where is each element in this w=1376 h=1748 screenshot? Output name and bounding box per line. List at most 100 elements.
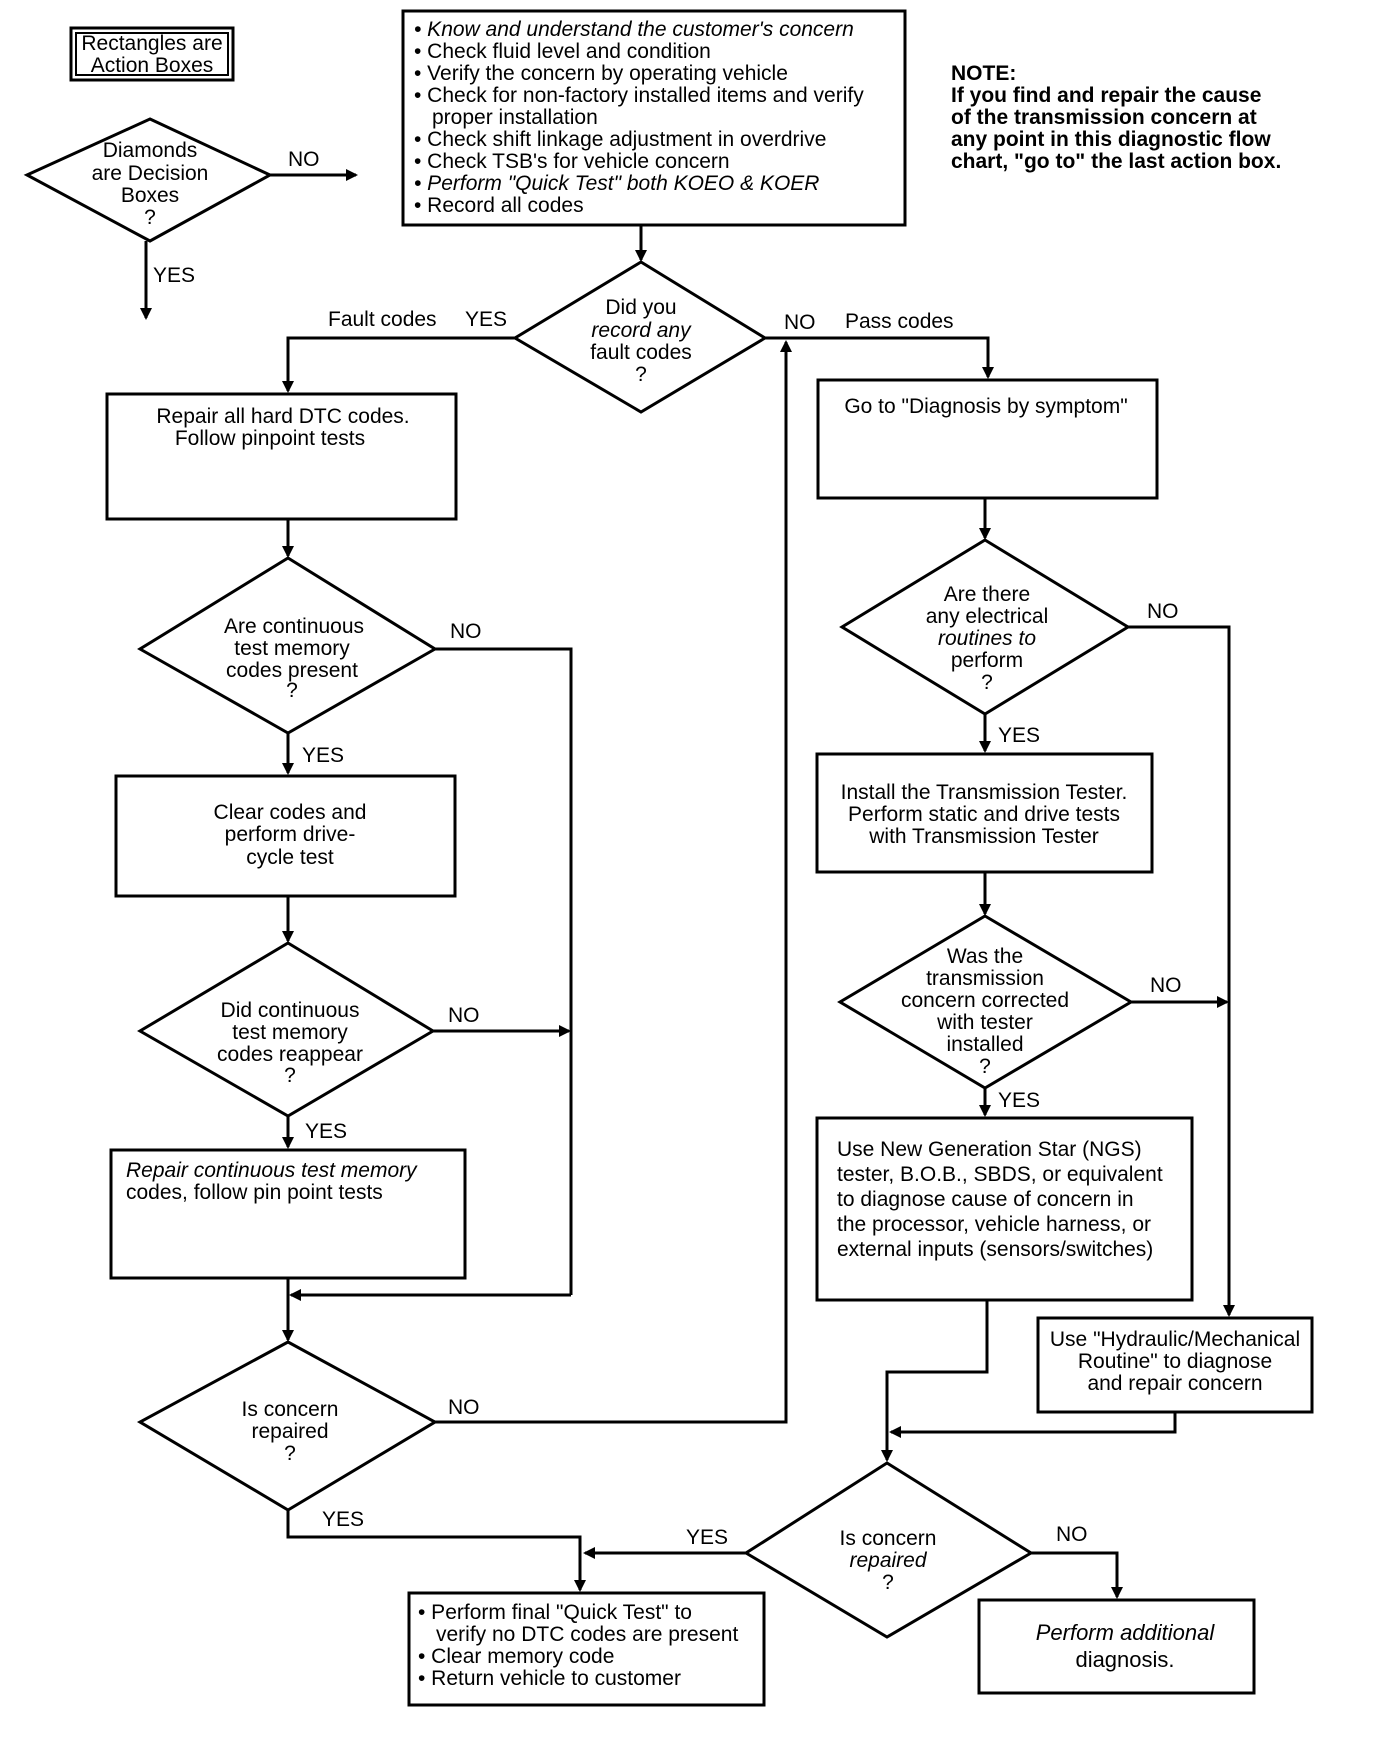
box-final-actions-line-1: • Perform final "Quick Test" to <box>418 1601 692 1624</box>
note-line-3: of the transmission concern at <box>951 106 1257 129</box>
decision-electrical-line-4: perform <box>951 649 1023 672</box>
decision-corrected-line-3: concern corrected <box>901 989 1069 1012</box>
connector-repaired-left-yes <box>286 1510 586 1592</box>
box-hydraulic-rect <box>1036 1316 1314 1414</box>
box-final-actions-line-4: • Return vehicle to customer <box>418 1667 681 1690</box>
start-box-line-7: • Check TSB's for vehicle concern <box>414 150 730 173</box>
decision-repaired-bottom-no: NO <box>1056 1523 1088 1546</box>
box-additional-diagnosis-rect <box>977 1598 1256 1695</box>
box-hydraulic: Use "Hydraulic/Mechanical Routine" to di… <box>1036 1316 1314 1414</box>
decision-repaired-left-line-1: Is concern <box>242 1398 339 1421</box>
legend-rect <box>69 26 235 82</box>
start-box-rect <box>401 9 907 227</box>
decision-repaired-left: Is concern repaired ? NO YES <box>136 1340 480 1531</box>
decision-repaired-left-line-2: repaired <box>251 1420 328 1443</box>
start-box-line-4: • Check for non-factory installed items … <box>414 84 864 107</box>
note: NOTE: If you find and repair the cause o… <box>951 62 1281 173</box>
box-transmission-tester-line-2: Perform static and drive tests <box>848 803 1120 826</box>
box-hydraulic-line-1: Use "Hydraulic/Mechanical <box>1050 1328 1300 1351</box>
note-line-1: NOTE: <box>951 62 1016 85</box>
box-transmission-tester-line-1: Install the Transmission Tester. <box>841 781 1128 804</box>
decision-continuous-present-yes: YES <box>302 744 344 767</box>
start-box-line-3: • Verify the concern by operating vehicl… <box>414 62 788 85</box>
box-final-actions-line-3: • Clear memory code <box>418 1645 614 1668</box>
legend-diamond <box>23 117 274 243</box>
connector-repaired-left-no <box>435 340 792 1424</box>
box-repair-continuous-line-1: Repair continuous test memory <box>126 1159 418 1182</box>
box-final-actions-rect <box>407 1591 766 1707</box>
decision-electrical-yes: YES <box>998 724 1040 747</box>
decision-electrical-line-5: ? <box>981 671 993 694</box>
decision-continuous-present: Are continuous test memory codes present… <box>137 556 482 767</box>
decision-fault-codes: Did you record any fault codes ? Fault c… <box>328 260 954 414</box>
start-box-line-2: • Check fluid level and condition <box>414 40 711 63</box>
decision-repaired-bottom-line-2: repaired <box>849 1549 927 1572</box>
box-ngs-line-2: tester, B.O.B., SBDS, or equivalent <box>837 1163 1163 1186</box>
start-box: • Know and understand the customer's con… <box>401 9 907 227</box>
decision-electrical-line-3: routines to <box>938 627 1036 650</box>
box-repair-dtc: Repair all hard DTC codes. Follow pinpoi… <box>105 392 458 521</box>
decision-codes-reappear-yes: YES <box>305 1120 347 1143</box>
box-transmission-tester: Install the Transmission Tester. Perform… <box>815 752 1154 874</box>
legend-yes-label: YES <box>153 264 195 287</box>
box-ngs-line-5: external inputs (sensors/switches) <box>837 1238 1153 1261</box>
box-final-actions-line-2: verify no DTC codes are present <box>436 1623 738 1646</box>
decision-repaired-left-no: NO <box>448 1396 480 1419</box>
decision-corrected-no: NO <box>1150 974 1182 997</box>
decision-codes-reappear-line-3: codes reappear <box>217 1043 363 1066</box>
decision-fault-codes-diamond <box>512 260 768 414</box>
decision-repaired-left-yes: YES <box>322 1508 364 1531</box>
decision-fault-codes-line-1: Did you <box>605 296 676 319</box>
box-ngs-line-4: the processor, vehicle harness, or <box>837 1213 1151 1236</box>
box-repair-continuous-rect <box>109 1148 467 1280</box>
decision-codes-reappear-line-2: test memory <box>232 1021 348 1044</box>
decision-electrical: Are there any electrical routines to per… <box>839 538 1179 747</box>
box-transmission-tester-line-3: with Transmission Tester <box>868 825 1099 848</box>
legend-diamond-line-4: ? <box>144 206 156 229</box>
start-box-line-6: • Check shift linkage adjustment in over… <box>414 128 826 151</box>
start-box-line-1: • Know and understand the customer's con… <box>414 18 854 41</box>
fault-codes-label: Fault codes <box>328 308 437 331</box>
box-repair-continuous-line-2: codes, follow pin point tests <box>126 1181 383 1204</box>
legend-diamond-line-1: Diamonds <box>103 139 198 162</box>
decision-corrected-line-2: transmission <box>926 967 1044 990</box>
decision-repaired-bottom-diamond <box>743 1461 1034 1639</box>
box-clear-codes-line-2: perform drive- <box>225 823 356 846</box>
legend: Rectangles are Action Boxes Diamonds are… <box>23 26 358 320</box>
box-hydraulic-line-2: Routine" to diagnose <box>1078 1350 1272 1373</box>
decision-continuous-present-line-3: codes present <box>226 659 358 682</box>
box-hydraulic-line-3: and repair concern <box>1087 1372 1262 1395</box>
decision-continuous-present-no: NO <box>450 620 482 643</box>
start-box-line-5: proper installation <box>432 106 598 129</box>
note-line-4: any point in this diagnostic flow <box>951 128 1271 151</box>
start-box-line-9: • Record all codes <box>414 194 584 217</box>
decision-fault-codes-line-4: ? <box>635 363 647 386</box>
connector-electrical-no <box>1128 625 1235 1317</box>
box-clear-codes: Clear codes and perform drive- cycle tes… <box>114 774 457 898</box>
decision-electrical-no: NO <box>1147 600 1179 623</box>
legend-rect-inner <box>75 32 229 76</box>
decision-codes-reappear-line-1: Did continuous <box>221 999 360 1022</box>
decision-fault-codes-line-3: fault codes <box>590 341 692 364</box>
decision-electrical-line-1: Are there <box>944 583 1030 606</box>
connector-repaired-bottom-no <box>1031 1551 1123 1599</box>
legend-diamond-line-2: are Decision <box>92 162 209 185</box>
decision-continuous-present-line-2: test memory <box>234 637 350 660</box>
box-transmission-tester-rect <box>815 752 1154 874</box>
box-diagnosis-symptom-rect <box>816 378 1159 500</box>
box-ngs-rect <box>815 1116 1194 1302</box>
box-repair-dtc-line-1: Repair all hard DTC codes. <box>156 405 409 428</box>
box-ngs-line-1: Use New Generation Star (NGS) <box>837 1138 1142 1161</box>
connector-continuous-no <box>435 647 573 1295</box>
start-box-line-8: • Perform "Quick Test" both KOEO & KOER <box>414 172 819 195</box>
decision-corrected-yes: YES <box>998 1089 1040 1112</box>
decision-corrected-line-6: ? <box>979 1055 991 1078</box>
connector-hydraulic-to-merge <box>889 1412 1177 1438</box>
box-repair-dtc-rect <box>105 392 458 521</box>
decision-corrected-line-1: Was the <box>947 945 1023 968</box>
decision-electrical-line-2: any electrical <box>926 605 1049 628</box>
decision-corrected: Was the transmission concern corrected w… <box>837 914 1182 1112</box>
legend-rect-line-1: Rectangles are <box>81 32 222 55</box>
box-additional-diagnosis-line-1: Perform additional <box>1036 1620 1216 1645</box>
